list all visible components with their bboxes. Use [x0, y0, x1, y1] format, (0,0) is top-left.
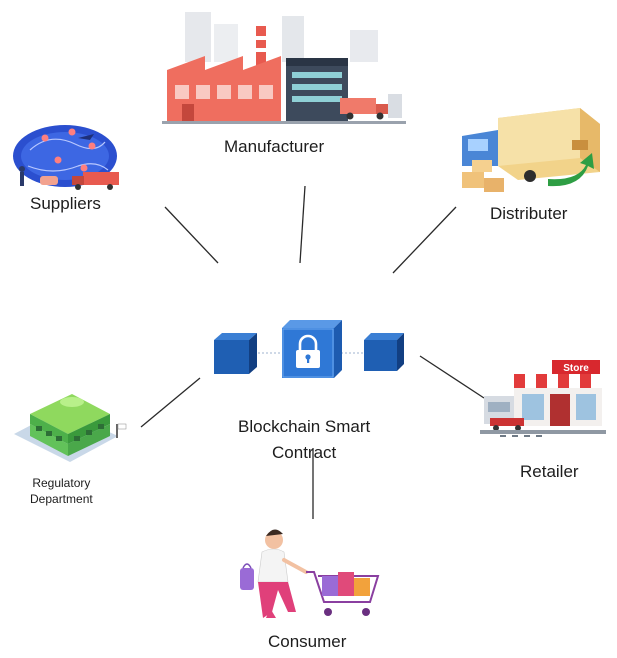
- connector-retailer: [419, 355, 485, 399]
- block-right-icon: [364, 333, 404, 371]
- store-sign-text: Store: [563, 363, 589, 374]
- block-left-icon: [214, 333, 257, 374]
- regulatory-label-line2: Department: [30, 492, 93, 506]
- padlock-icon: [296, 334, 320, 368]
- factory-icon: [162, 12, 406, 124]
- supplier-map-icon: [13, 125, 119, 190]
- center-label-line2: Contract: [272, 443, 337, 462]
- delivery-truck-icon: [462, 108, 600, 192]
- lock-block-icon: [282, 320, 342, 378]
- store-icon: Store: [480, 360, 606, 437]
- blockchain-icon: [214, 320, 404, 378]
- center-label-line1: Blockchain Smart: [238, 417, 371, 436]
- connector-regulatory: [140, 377, 201, 428]
- retailer-label: Retailer: [520, 462, 579, 481]
- connector-distributer: [392, 206, 457, 274]
- blockchain-smart-contract-label: Blockchain Smart Contract: [238, 414, 370, 466]
- connector-suppliers: [164, 206, 219, 264]
- regulatory-department-label: Regulatory Department: [30, 475, 93, 507]
- distributer-label: Distributer: [490, 204, 568, 223]
- consumer-label: Consumer: [268, 632, 347, 651]
- shopper-icon: [240, 529, 380, 618]
- manufacturer-label: Manufacturer: [224, 137, 325, 156]
- regulatory-label-line1: Regulatory: [32, 476, 91, 490]
- connector-manufacturer: [299, 185, 306, 264]
- suppliers-label: Suppliers: [30, 194, 101, 213]
- government-building-icon: [14, 394, 127, 462]
